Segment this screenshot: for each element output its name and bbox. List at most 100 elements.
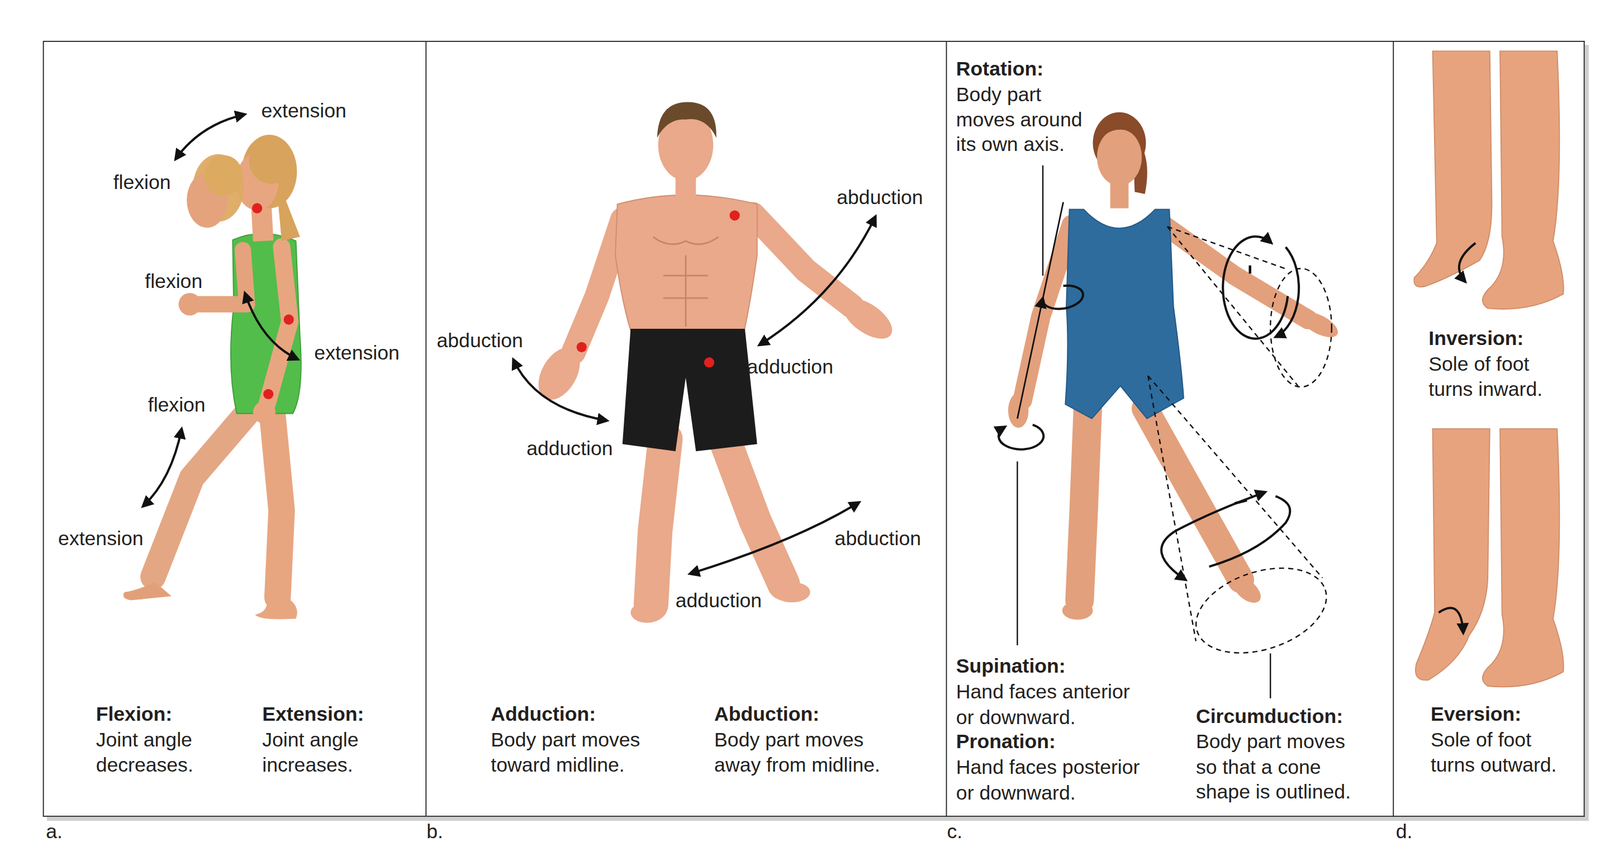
term-definition: Hand faces posterior or downward.: [956, 753, 1159, 804]
term-definition: Sole of foot turns outward.: [1430, 726, 1574, 777]
rotation-figure-part: [1017, 202, 1063, 419]
rotation-figure-part: [1042, 285, 1084, 310]
flexion-figure-part: [175, 114, 245, 159]
rotation-figure-part: [1161, 491, 1266, 580]
abduction-figure-part: [576, 342, 587, 353]
panel-letter: c.: [946, 819, 963, 842]
rotation-figure-part: [1275, 247, 1299, 337]
flexion-figure-part: [203, 155, 243, 197]
term-definition: Hand faces anterior or downward.: [956, 678, 1148, 729]
diagram-panel: Inversion:Sole of foot turns inward. Ever…: [1393, 40, 1585, 817]
term-heading: Inversion:: [1428, 325, 1524, 351]
rotation-figure-part: [1270, 268, 1332, 387]
term-definition: Sole of foot turns inward.: [1428, 350, 1560, 401]
motion-label: flexion: [148, 391, 206, 417]
rotation-figure-part: [1167, 226, 1299, 386]
flexion-figure-part: [254, 600, 297, 620]
rotation-figure-part: [1269, 653, 1271, 699]
abduction-figure-part: [689, 501, 859, 574]
motion-label: adduction: [747, 354, 834, 380]
diagram-panel: abduction abduction adduction adduction abdu…: [426, 40, 947, 817]
abduction-figure-part: [630, 601, 663, 623]
abduction-figure-part: [529, 339, 589, 407]
rotation-figure-part: [1147, 375, 1323, 642]
flexion-figure-part: [253, 401, 276, 424]
rotation-figure-part: [1248, 265, 1252, 274]
rotation-figure-part: [1209, 495, 1291, 567]
rotation-figure-part: [1079, 407, 1089, 600]
motion-label: adduction: [526, 435, 613, 462]
term-heading: Supination:: [956, 653, 1066, 679]
rotation-figure-part: [1228, 572, 1266, 608]
flexion-figure-part: [143, 428, 182, 507]
motion-label: extension: [58, 525, 144, 551]
eversion-feet-part: [1482, 428, 1564, 687]
eversion-feet-part: [1415, 428, 1490, 681]
inversion-feet: [1413, 50, 1564, 309]
term-heading: Rotation:: [956, 55, 1044, 82]
eversion-feet: [1415, 428, 1564, 687]
flexion-figure-part: [249, 138, 294, 184]
term-heading: Adduction:: [490, 700, 596, 726]
rotation-figure-part: [1097, 128, 1142, 186]
term-heading: Pronation:: [956, 728, 1056, 754]
abduction-figure-part: [622, 328, 758, 451]
rotation-figure-part: [1222, 236, 1288, 339]
abduction-figure-part: [573, 219, 623, 353]
term-definition: Joint angle decreases.: [96, 726, 229, 777]
rotation-figure-part: [1185, 552, 1338, 668]
eversion-feet-part: [1439, 607, 1464, 633]
abduction-figure-part: [615, 195, 758, 337]
motion-label: abduction: [836, 184, 923, 210]
term-definition: Joint angle increases.: [262, 726, 395, 777]
abduction-figure-part: [653, 236, 719, 327]
abduction-figure-part: [724, 438, 784, 584]
flexion-figure-part: [267, 247, 290, 403]
flexion-figure-part: [275, 173, 301, 241]
term-heading: Extension:: [262, 700, 364, 726]
motion-label: flexion: [113, 169, 172, 195]
motion-label: extension: [260, 97, 346, 123]
motion-label: flexion: [144, 268, 203, 294]
abduction-figure-part: [657, 102, 717, 139]
panel-letter: a.: [45, 819, 63, 842]
motion-label: abduction: [834, 525, 921, 551]
term-heading: Eversion:: [1430, 700, 1522, 726]
flexion-figure-part: [123, 581, 172, 601]
abduction-figure-part: [835, 290, 899, 347]
flexion-figure-part: [153, 406, 254, 577]
term-heading: Circumduction:: [1195, 703, 1343, 729]
abduction-figure-part: [513, 359, 607, 421]
rotation-figure: [998, 112, 1342, 699]
abduction-figure-part: [773, 581, 811, 603]
abduction-figure-part: [758, 216, 876, 345]
rotation-figure-part: [1145, 407, 1242, 580]
term-heading: Flexion:: [96, 700, 173, 726]
term-definition: Body part moves toward midline.: [490, 726, 667, 777]
rotation-figure-part: [998, 424, 1044, 450]
term-definition: Body part moves so that a cone shape is …: [1195, 728, 1368, 804]
abduction-figure-part: [651, 438, 666, 605]
rotation-figure-part: [1065, 209, 1184, 419]
inversion-feet-part: [1459, 243, 1476, 282]
inversion-feet-part: [1413, 50, 1492, 287]
frame-shadow: [43, 40, 1589, 821]
diagram-panel: Rotation:Body part moves around its own …: [946, 40, 1394, 817]
flexion-figure-part: [263, 388, 274, 400]
inversion-feet-part: [1482, 50, 1564, 309]
rotation-figure-part: [1062, 600, 1094, 620]
flexion-figure-part: [283, 314, 294, 325]
term-heading: Abduction:: [714, 700, 820, 726]
frame-shadow-part: [43, 40, 1585, 817]
term-definition: Body part moves away from midline.: [714, 726, 909, 777]
abduction-figure-part: [753, 214, 853, 306]
abduction-figure-part: [704, 357, 715, 368]
motion-label: abduction: [436, 327, 523, 353]
flexion-figure-part: [244, 292, 298, 360]
diagram-panel: extensionflexionflexionextensionflexione…: [43, 40, 427, 817]
motion-label: adduction: [675, 587, 762, 614]
rotation-figure-part: [1097, 120, 1142, 143]
abduction-figure-part: [729, 210, 740, 221]
